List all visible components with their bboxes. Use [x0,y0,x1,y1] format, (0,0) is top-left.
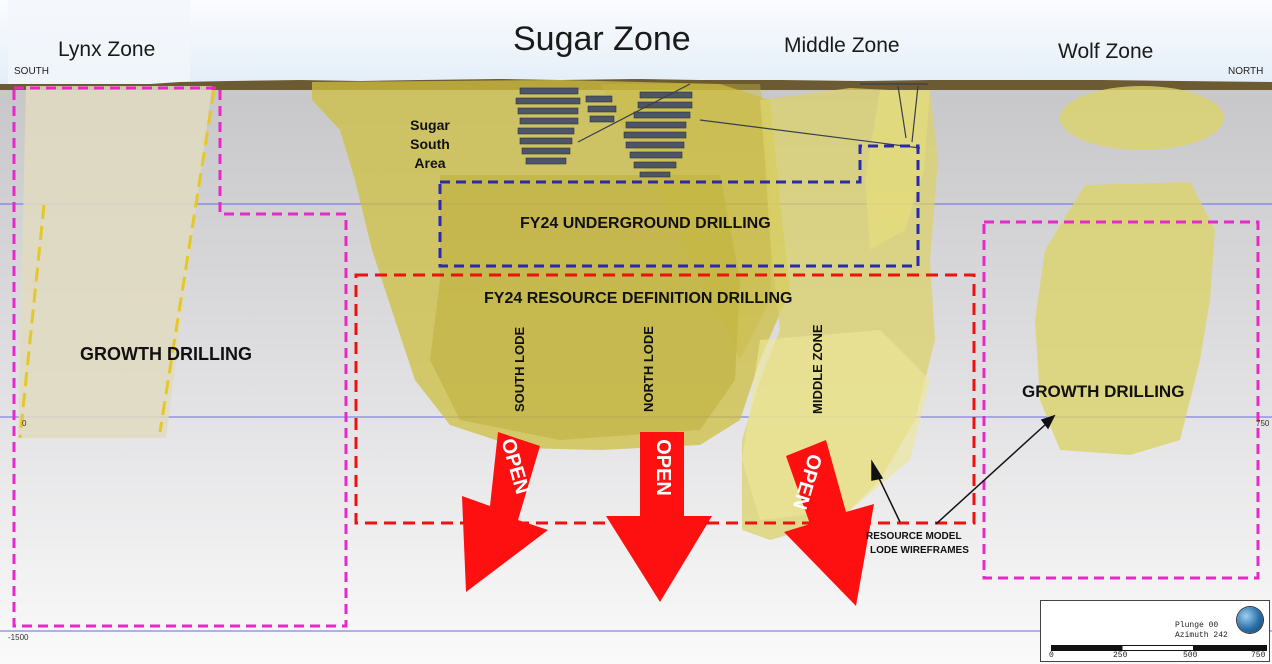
open-text-north: OPEN [651,439,674,496]
underground-workings [515,87,693,178]
elevation-tick-bottom: -1500 [8,633,29,642]
open-arrow-middle-zone [784,440,874,606]
south-label: SOUTH [14,66,49,77]
north-label: NORTH [1228,66,1264,77]
orientation-legend: Plunge 00 Azimuth 242 0 250 500 750 [1040,600,1270,662]
growth-drilling-label-right: GROWTH DRILLING [1022,382,1185,401]
sky-band [0,0,1272,84]
azimuth-text: Azimuth 242 [1175,631,1228,640]
lynx-ore-body [18,86,212,438]
scale-tick-250: 250 [1113,651,1128,660]
sky-panel [8,0,190,84]
scale-bar [1051,645,1267,651]
scale-tick-750: 750 [1251,651,1266,660]
fy24-resource-outline [354,273,976,525]
sugar-south-area-label: Sugar South Area [395,116,465,173]
wolf-ore-body-upper [1060,86,1224,150]
north-lode-label: NORTH LODE [641,326,656,412]
middle-zone-lode-label: MIDDLE ZONE [810,324,825,414]
wolf-ore-body-lower [1035,182,1215,455]
plunge-text: Plunge 00 [1175,621,1219,630]
resource-model-leaders [871,414,1056,525]
growth-drilling-outline-left [12,86,348,628]
open-arrow-south-lode [462,432,548,592]
open-arrow-north-lode [606,432,712,602]
middle-zone-title: Middle Zone [784,34,900,57]
wolf-zone-title: Wolf Zone [1058,40,1154,63]
lynx-lode-outline-left [18,204,46,439]
fy24-underground-label: FY24 UNDERGROUND DRILLING [520,215,771,232]
sugar-ore-body-core [430,175,740,440]
elevation-tick-mid-left: 0 [22,419,27,428]
scale-tick-0: 0 [1049,651,1054,660]
middle-zone-highlight [742,330,930,520]
growth-drilling-label-left: GROWTH DRILLING [80,344,252,364]
decline-ramps [577,83,928,149]
sugar-zone-title: Sugar Zone [513,20,691,58]
lynx-zone-title: Lynx Zone [58,38,156,61]
resource-model-text: RESOURCE MODEL [866,531,962,542]
lynx-lode-outline-right [158,89,216,433]
sugar-south-area-text: Sugar South Area [410,117,450,171]
globe-icon [1237,607,1263,633]
growth-drilling-outline-right [982,220,1260,580]
scale-tick-500: 500 [1183,651,1198,660]
south-lode-label: SOUTH LODE [512,326,527,412]
fy24-resource-label: FY24 RESOURCE DEFINITION DRILLING [484,290,793,307]
lode-wireframes-text: LODE WIREFRAMES [870,545,969,556]
elevation-tick-mid-right: 750 [1256,419,1270,428]
resource-model-label: RESOURCE MODEL LODE WIREFRAMES [866,530,969,558]
fy24-underground-outline [438,144,920,268]
